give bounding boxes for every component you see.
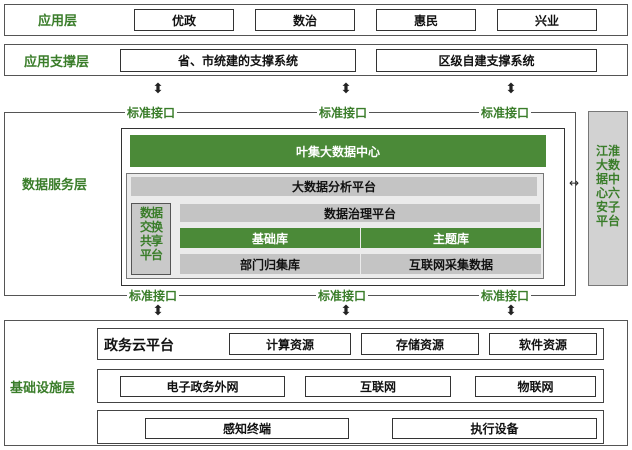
internet: 互联网 <box>305 376 451 397</box>
standard-interface-label: 标准接口 <box>127 287 180 304</box>
execution-devices: 执行设备 <box>392 418 597 439</box>
up-down-arrow-icon: ⬍ <box>340 303 352 319</box>
standard-interface-label: 标准接口 <box>479 104 532 121</box>
compute-resources: 计算资源 <box>229 333 351 355</box>
application-layer-label: 应用层 <box>38 13 78 29</box>
topic-database: 主题库 <box>361 228 541 248</box>
software-resources: 软件资源 <box>489 333 597 355</box>
gov-cloud-platform-label: 政务云平台 <box>104 338 174 354</box>
standard-interface-label: 标准接口 <box>125 104 178 121</box>
up-down-arrow-icon: ⬍ <box>505 81 517 97</box>
app-item-xingye: 兴业 <box>497 9 597 31</box>
up-down-arrow-icon: ⬍ <box>152 81 164 97</box>
app-item-huimin: 惠民 <box>376 9 476 31</box>
infrastructure-layer-label: 基础设施层 <box>10 380 76 396</box>
device-frame <box>97 410 604 444</box>
data-service-top-line <box>4 112 576 113</box>
data-service-right-line <box>575 112 576 296</box>
standard-interface-label: 标准接口 <box>479 287 532 304</box>
egov-extranet: 电子政务外网 <box>120 376 285 397</box>
side-platform-box <box>588 111 628 286</box>
internet-collected-data: 互联网采集数据 <box>361 254 541 274</box>
support-item-district: 区级自建支撑系统 <box>376 49 597 72</box>
sensing-terminals: 感知终端 <box>145 418 349 439</box>
network-frame <box>97 369 604 403</box>
support-item-provincial: 省、市统建的支撑系统 <box>120 49 356 72</box>
standard-interface-label: 标准接口 <box>316 287 369 304</box>
standard-interface-label: 标准接口 <box>317 104 370 121</box>
up-down-arrow-icon: ⬍ <box>152 303 164 319</box>
up-down-arrow-icon: ⬍ <box>340 81 352 97</box>
app-item-youzheng: 优政 <box>134 9 234 31</box>
data-governance-platform: 数据治理平台 <box>180 204 540 222</box>
department-collection-database: 部门归集库 <box>180 254 360 274</box>
cloud-platform-frame <box>97 328 604 360</box>
big-data-analysis-platform: 大数据分析平台 <box>131 177 537 196</box>
data-service-left-line <box>4 112 5 296</box>
support-layer-label: 应用支撑层 <box>24 54 90 70</box>
yeji-big-data-center: 叶集大数据中心 <box>130 135 546 167</box>
app-item-shuzhi: 数治 <box>255 9 355 31</box>
data-service-bottom-line <box>4 295 576 296</box>
basic-database: 基础库 <box>180 228 360 248</box>
data-service-layer-label: 数据服务层 <box>22 177 88 193</box>
up-down-arrow-icon: ⬍ <box>505 303 517 319</box>
exchange-platform-box <box>131 203 171 275</box>
storage-resources: 存储资源 <box>361 333 479 355</box>
left-right-arrow-icon: ↔ <box>569 176 580 190</box>
jianghuai-lu-an-sub-platform: 江淮大数据中心六安子平台 <box>595 144 620 228</box>
data-exchange-sharing-platform: 数据交换共享平台 <box>139 206 163 262</box>
iot: 物联网 <box>475 376 596 397</box>
